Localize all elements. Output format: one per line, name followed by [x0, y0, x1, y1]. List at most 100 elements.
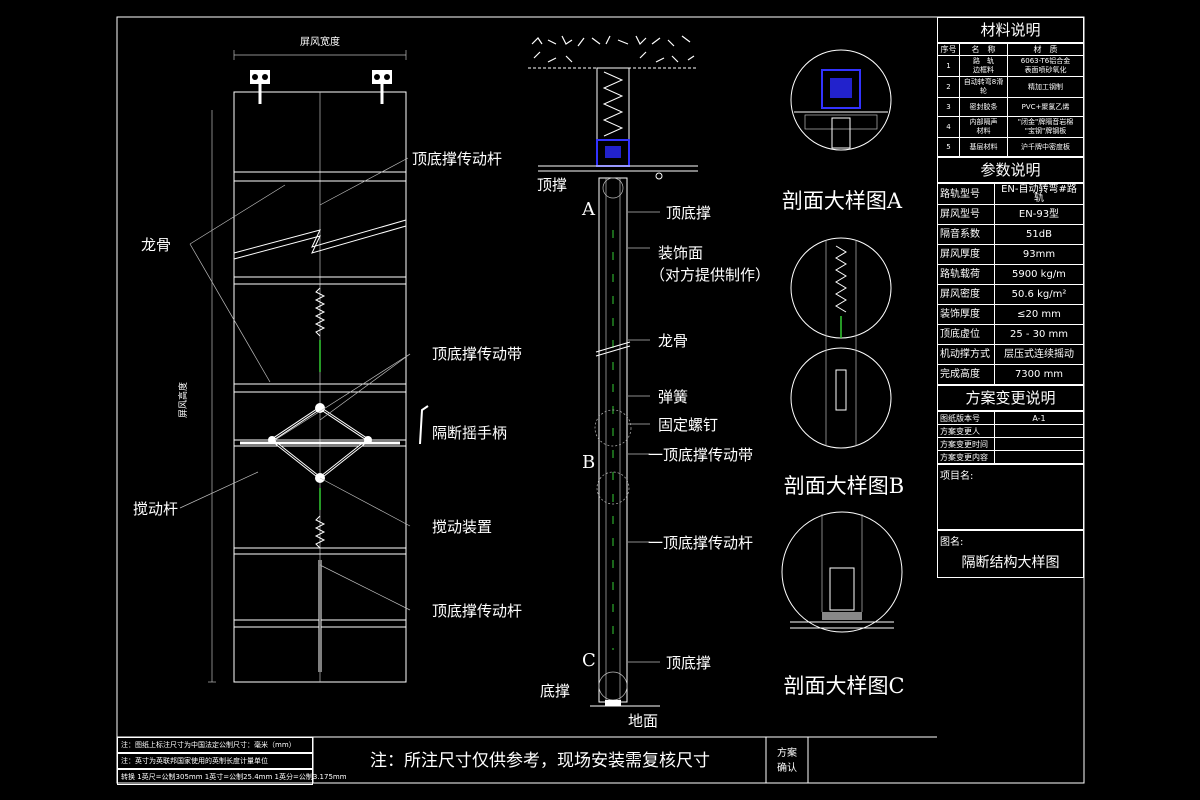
callout-section-keel: 龙骨	[658, 332, 688, 350]
screen-height-label: 屏风高度	[177, 382, 189, 418]
materials-cell: "闭金"牌隔音岩棉 "宝钢"牌钢板	[1007, 116, 1084, 138]
param-value: EN-自动转弯#路轨	[994, 183, 1084, 205]
ceiling-hatch	[528, 32, 698, 69]
materials-cell: 精加工钢制	[1007, 76, 1084, 98]
materials-cell: 基层材料	[959, 137, 1008, 157]
change-key: 方案变更时间	[937, 437, 995, 451]
change-value	[994, 450, 1084, 464]
callout-section-drive-band: 一顶底撑传动带	[648, 446, 753, 464]
param-key: 机动撑方式	[937, 344, 995, 365]
materials-cell: PVC+聚氯乙烯	[1007, 97, 1084, 117]
screen-width-label: 屏风宽度	[300, 35, 340, 48]
drawing-name-cell: 图名: 隔断结构大样图	[937, 530, 1084, 578]
materials-cell: 5	[937, 137, 960, 157]
marker-c: C	[582, 650, 596, 671]
callout-decor-face-note: （对方提供制作）	[650, 266, 770, 284]
screen-elevation-view: 屏风宽度 屏风高度	[133, 35, 522, 683]
change-value: A-1	[994, 411, 1084, 425]
marker-a: A	[581, 199, 596, 220]
drawing-name: 隔断结构大样图	[961, 555, 1060, 571]
callout-section-drive-rod: 一顶底撑传动杆	[648, 534, 753, 552]
drawing-frame	[116, 16, 1085, 784]
materials-header-cell: 名 称	[959, 43, 1008, 56]
callout-ground: 地面	[628, 712, 658, 730]
change-value	[994, 437, 1084, 451]
materials-cell: 密封胶条	[959, 97, 1008, 117]
top-roller-right	[372, 70, 392, 104]
callout-top-bottom-brace-1: 顶底撑	[666, 204, 711, 222]
callout-drive-band: 顶底撑传动带	[432, 345, 522, 363]
detail-a: 剖面大样图A	[782, 49, 903, 213]
param-value: ≤20 mm	[994, 304, 1084, 325]
unit-note-1: 注：图纸上标注尺寸为中国法定公制尺寸：毫米（mm）	[117, 737, 313, 753]
callout-fixing-screw: 固定螺钉	[658, 416, 718, 434]
param-key: 顶底虚位	[937, 324, 995, 345]
materials-cell: 路 轨 边框料	[959, 55, 1008, 77]
changes-title: 方案变更说明	[937, 385, 1084, 411]
param-value: 7300 mm	[994, 364, 1084, 385]
callout-decor-face: 装饰面	[658, 244, 703, 262]
param-value: 层压式连续摇动	[994, 344, 1084, 365]
param-key: 屏风厚度	[937, 244, 995, 265]
detail-a-title: 剖面大样图A	[782, 189, 903, 213]
param-key: 隔音系数	[937, 224, 995, 245]
callout-top-bottom-brace-2: 顶底撑	[666, 654, 711, 672]
param-key: 路轨型号	[937, 183, 995, 205]
changes-row: 方案变更内容	[937, 450, 1084, 464]
materials-header-row: 序号名 称材 质	[937, 43, 1084, 56]
params-row: 机动撑方式层压式连续摇动	[937, 344, 1084, 365]
param-value: EN-93型	[994, 204, 1084, 225]
materials-cell: 自动转弯8滑轮	[959, 76, 1008, 98]
changes-row: 方案变更时间	[937, 437, 1084, 451]
materials-cell: 内部隔声 材料	[959, 116, 1008, 138]
upper-spring	[314, 287, 326, 372]
callout-stir-rod: 搅动杆	[133, 500, 178, 518]
project-label: 项目名:	[940, 471, 974, 482]
param-value: 50.6 kg/m²	[994, 284, 1084, 305]
params-row: 装饰厚度≤20 mm	[937, 304, 1084, 325]
materials-cell: 4	[937, 116, 960, 138]
drawing-label: 图名:	[940, 537, 964, 548]
unit-notes: 注：图纸上标注尺寸为中国法定公制尺寸：毫米（mm） 注：英寸为英联邦国家使用的英…	[117, 737, 347, 785]
param-key: 完成高度	[937, 364, 995, 385]
param-value: 5900 kg/m	[994, 264, 1084, 285]
materials-cell: 3	[937, 97, 960, 117]
callout-stir-device: 搅动装置	[432, 518, 492, 536]
section-view: A B C 顶撑 顶底撑 装饰面 （对方提供制作） 龙骨 弹簧 固定螺钉 一顶底…	[528, 32, 770, 730]
materials-header-cell: 材 质	[1007, 43, 1084, 56]
change-key: 方案变更内容	[937, 450, 995, 464]
marker-b: B	[582, 452, 595, 473]
materials-header-cell: 序号	[937, 43, 960, 56]
callout-bottom-brace: 底撑	[540, 682, 570, 700]
materials-cell: 2	[937, 76, 960, 98]
param-key: 屏风密度	[937, 284, 995, 305]
lower-spring	[314, 488, 326, 549]
confirm-label-2: 确认	[777, 761, 797, 774]
callout-top-bottom-rod-1: 顶底撑传动杆	[412, 150, 502, 168]
main-note: 注：所注尺寸仅供参考，现场安装需复核尺寸	[370, 751, 710, 771]
param-value: 51dB	[994, 224, 1084, 245]
callout-top-brace: 顶撑	[537, 176, 567, 194]
unit-note-3: 转换 1英尺=公制305mm 1英寸=公制25.4mm 1英分=公制3.175m…	[117, 769, 347, 785]
project-name-cell: 项目名:	[937, 464, 1084, 530]
unit-note-2: 注：英寸为英联邦国家使用的英制长度计量单位	[117, 753, 313, 769]
confirm-label-1: 方案	[777, 746, 797, 759]
crank-handle-icon	[419, 405, 429, 445]
params-title: 参数说明	[937, 157, 1084, 183]
callout-keel: 龙骨	[141, 236, 171, 254]
callout-crank-handle: 隔断摇手柄	[432, 424, 507, 442]
change-key: 图纸版本号	[937, 411, 995, 425]
